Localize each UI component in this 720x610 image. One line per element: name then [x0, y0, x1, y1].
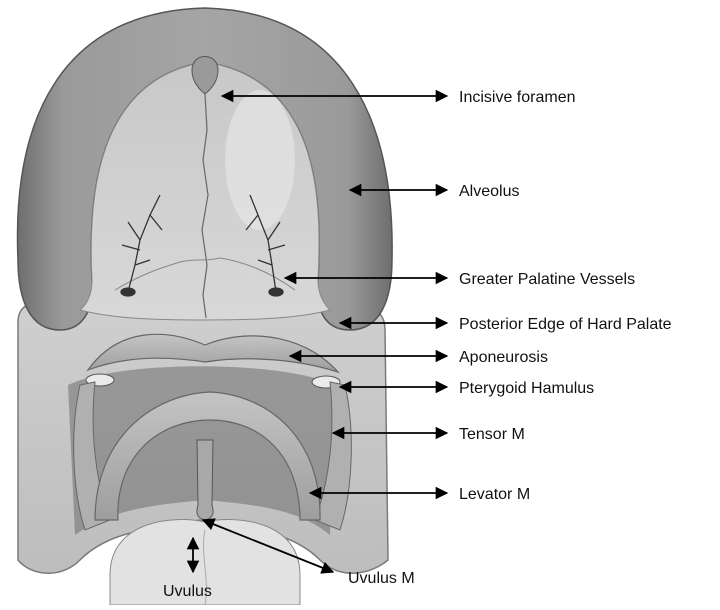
label-posterior-edge: Posterior Edge of Hard Palate [459, 316, 672, 333]
label-uvulus-m: Uvulus M [348, 570, 415, 587]
label-incisive-foramen: Incisive foramen [459, 89, 576, 106]
uvulus-muscle [197, 440, 213, 520]
label-uvulus: Uvulus [163, 583, 212, 600]
label-aponeurosis: Aponeurosis [459, 349, 548, 366]
label-alveolus: Alveolus [459, 183, 519, 200]
palate-highlight [225, 90, 295, 230]
label-tensor-m: Tensor M [459, 426, 525, 443]
label-greater-palatine-vessels: Greater Palatine Vessels [459, 271, 635, 288]
label-levator-m: Levator M [459, 486, 530, 503]
label-pterygoid-hamulus: Pterygoid Hamulus [459, 380, 594, 397]
